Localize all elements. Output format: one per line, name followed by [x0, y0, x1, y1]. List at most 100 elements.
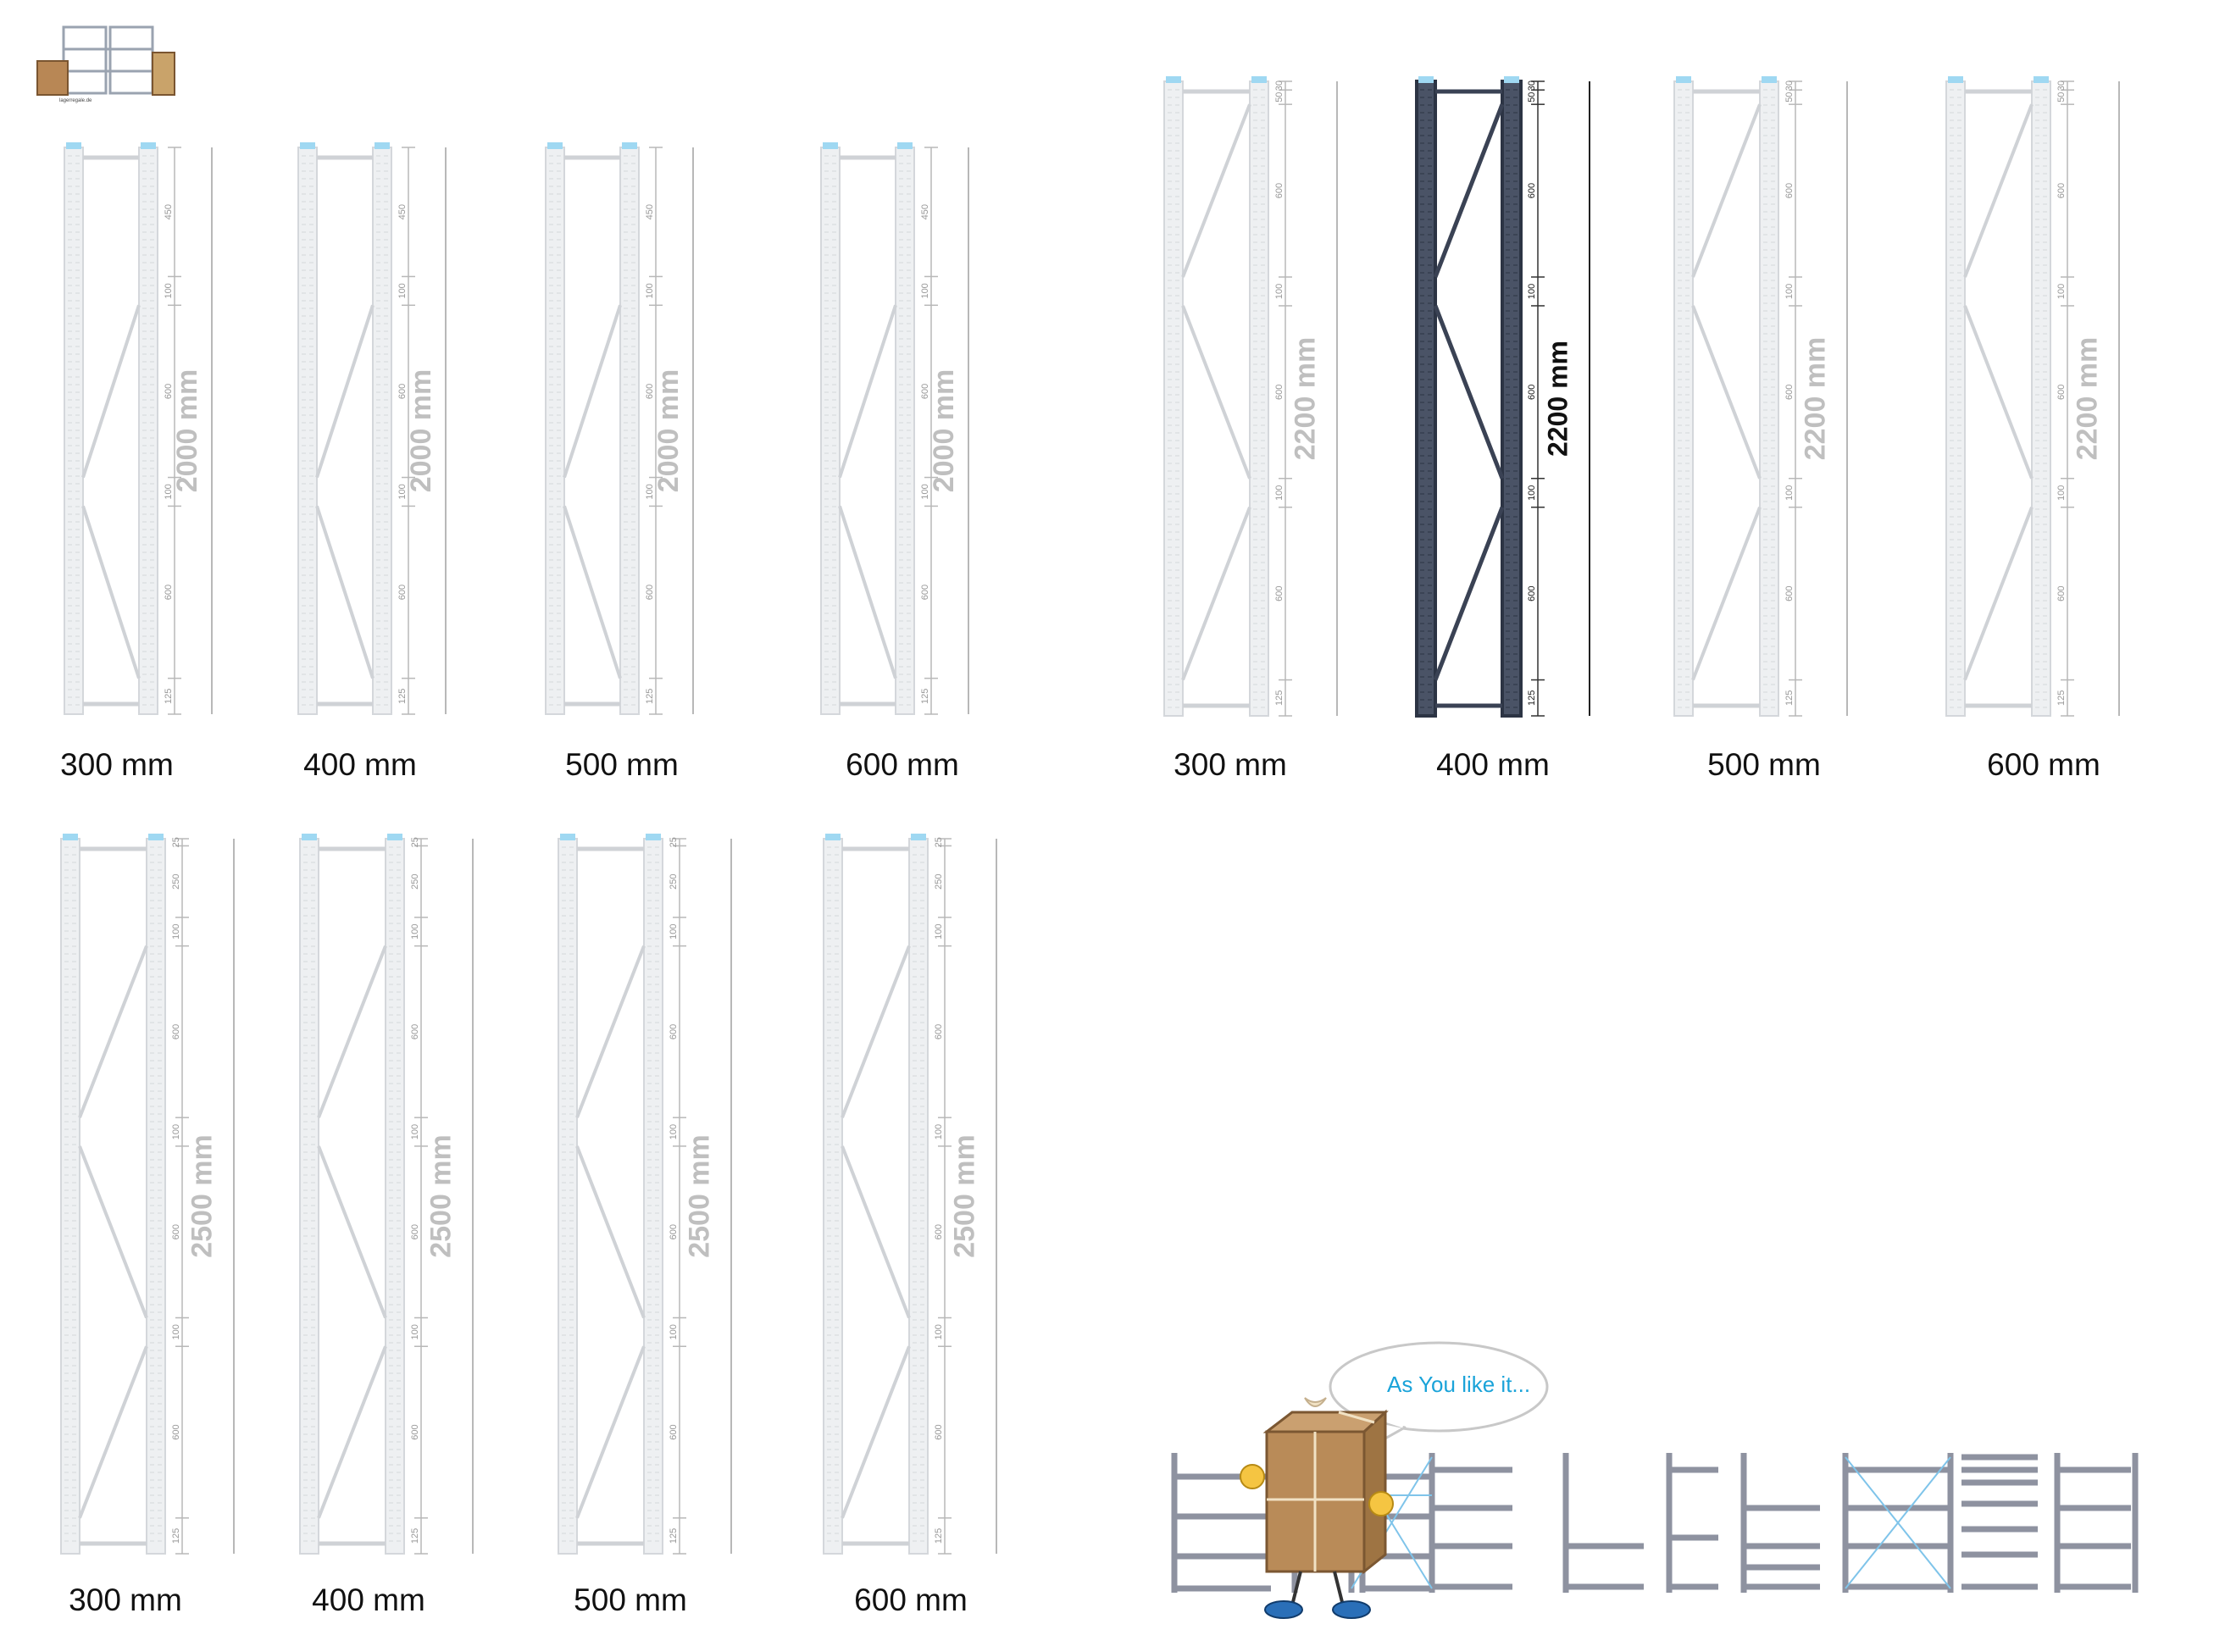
upright-left [60, 838, 80, 1555]
logo-text: lagerregale.de [59, 98, 92, 103]
segment-label: 100 [171, 1324, 181, 1339]
diagonal-brace [838, 304, 897, 479]
upright-cap [141, 142, 156, 149]
diagonal-brace [1181, 507, 1251, 681]
diagonal-brace [1433, 103, 1505, 278]
segment-label: 100 [645, 283, 655, 298]
upright-right [643, 838, 663, 1555]
segment-label: 600 [1784, 385, 1795, 400]
segment-label: 100 [1527, 284, 1537, 299]
width-label-2200-600: 600 mm [1987, 747, 2100, 782]
upright-right [1501, 80, 1523, 718]
segment-label: 600 [1274, 385, 1285, 400]
upright-cap [148, 834, 164, 840]
upright-right [1759, 80, 1779, 717]
upright-left [1415, 80, 1437, 718]
segment-label: 250 [410, 873, 420, 889]
segment-label: 100 [1274, 284, 1285, 299]
upright-cap [1504, 76, 1519, 83]
upright-left [823, 838, 843, 1555]
width-label-2200-400: 400 mm [1436, 747, 1550, 782]
diagonal-brace [1181, 103, 1251, 278]
width-label-2000-300: 300 mm [60, 747, 174, 782]
segment-label: 100 [669, 924, 679, 940]
speech-bubble [1329, 1341, 1549, 1453]
diagonal-brace [575, 1145, 646, 1319]
segment-label: 125 [1527, 690, 1537, 706]
segment-label: 600 [164, 585, 174, 600]
height-label: 2000 mm [652, 369, 685, 493]
segment-label: 600 [1527, 183, 1537, 198]
segment-label: 100 [2056, 284, 2067, 299]
segment-label: 100 [1784, 284, 1795, 299]
diagonal-brace [1691, 305, 1762, 480]
diagonal-brace [841, 1345, 911, 1519]
segment-label: 600 [1784, 585, 1795, 601]
segment-label: 450 [645, 204, 655, 219]
diagonal-brace [78, 1345, 148, 1519]
segment-label: 450 [164, 204, 174, 219]
parcel-mascot [1240, 1397, 1394, 1619]
upright-right [138, 147, 158, 715]
height-label: 2500 mm [186, 1134, 219, 1258]
segment-label: 100 [669, 1324, 679, 1339]
segment-label: 600 [397, 384, 408, 399]
diagonal-brace [838, 505, 897, 679]
height-label: 2000 mm [928, 369, 960, 493]
segment-label: 100 [645, 484, 655, 499]
upright-left [1945, 80, 1966, 717]
segment-label: 600 [1527, 385, 1537, 400]
height-label: 2200 mm [1800, 337, 1832, 461]
segment-label: 600 [2056, 585, 2067, 601]
segment-label: 600 [164, 384, 174, 399]
segment-label: 100 [410, 1124, 420, 1139]
height-label: 2500 mm [684, 1134, 716, 1258]
segment-label: 30 [1527, 80, 1537, 91]
upright-left [1673, 80, 1694, 717]
diagonal-brace [81, 304, 141, 479]
upright-cap [375, 142, 390, 149]
height-label: 2200 mm [2072, 337, 2104, 461]
segment-label: 125 [164, 689, 174, 704]
segment-label: 125 [1784, 690, 1795, 706]
upright-right [372, 147, 392, 715]
upright-left [545, 147, 565, 715]
segment-label: 100 [397, 283, 408, 298]
segment-label: 600 [645, 585, 655, 600]
segment-label: 30 [1784, 80, 1795, 91]
height-label: 2000 mm [171, 369, 203, 493]
segment-label: 25 [934, 837, 944, 847]
upright-cap [1166, 76, 1181, 83]
segment-label: 600 [410, 1024, 420, 1039]
segment-label: 600 [920, 384, 930, 399]
segment-label: 100 [164, 283, 174, 298]
upright-cap [547, 142, 563, 149]
diagonal-brace [841, 945, 911, 1118]
upright-cap [387, 834, 402, 840]
segment-label: 100 [934, 1124, 944, 1139]
segment-label: 600 [920, 585, 930, 600]
upright-right [146, 838, 166, 1555]
segment-label: 30 [1274, 80, 1285, 91]
segment-label: 600 [934, 1224, 944, 1239]
segment-label: 600 [1784, 183, 1795, 198]
segment-label: 600 [2056, 385, 2067, 400]
diagonal-brace [317, 1345, 387, 1519]
width-label-2200-500: 500 mm [1707, 747, 1821, 782]
upright-right [895, 147, 915, 715]
segment-label: 600 [171, 1224, 181, 1239]
diagonal-brace [317, 945, 387, 1118]
segment-label: 600 [669, 1224, 679, 1239]
segment-label: 100 [920, 283, 930, 298]
upright-cap [1251, 76, 1267, 83]
width-label-2000-400: 400 mm [303, 747, 417, 782]
upright-cap [823, 142, 838, 149]
segment-label: 100 [934, 1324, 944, 1339]
logo: lagerregale.de [25, 19, 186, 108]
diagonal-brace [575, 945, 646, 1118]
